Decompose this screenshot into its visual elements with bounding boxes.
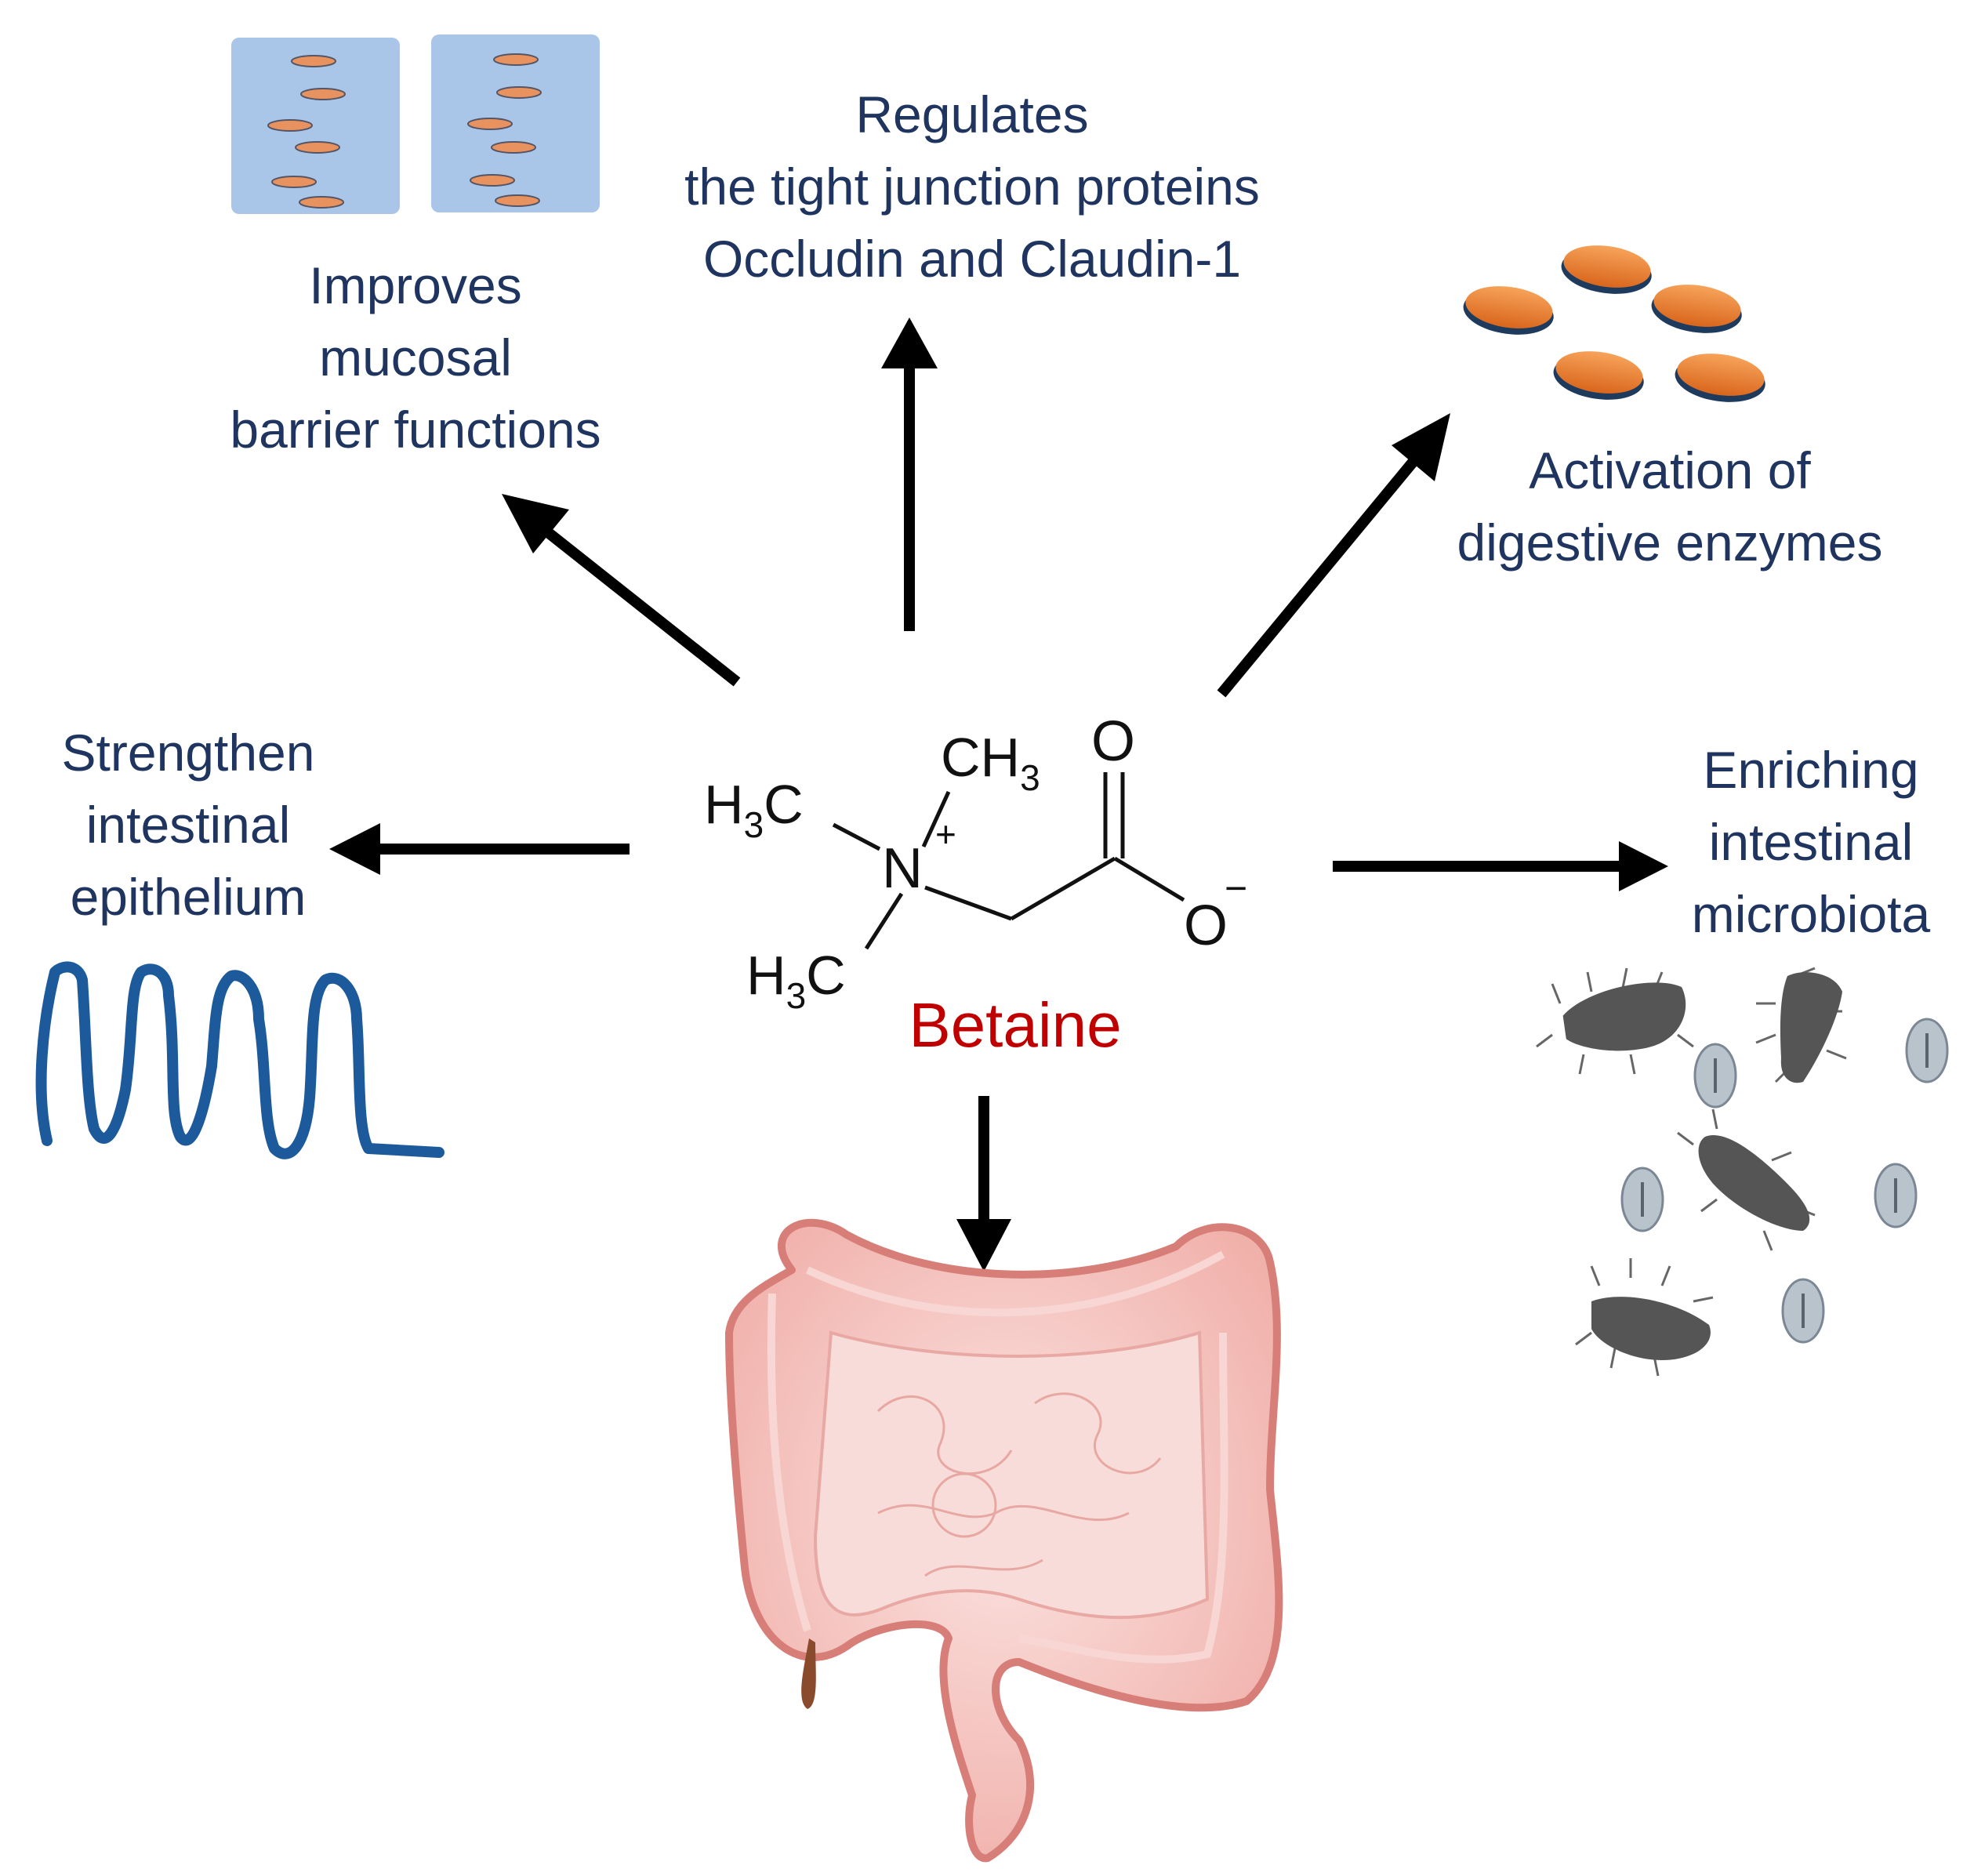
nitrogen-atom: N (882, 837, 923, 900)
epithelium-wave-icon (35, 961, 445, 1159)
arrow-to-tight-junction (881, 318, 938, 631)
tight-junction-label: Regulates the tight junction proteins Oc… (684, 85, 1260, 288)
intestine-icon (725, 1218, 1283, 1863)
bond-n-ch2 (924, 885, 1012, 921)
h3c-top: H3C (704, 774, 804, 845)
bond-n-ch3 (921, 790, 951, 848)
microbiota-label: Enriching intestinal microbiota (1691, 741, 1931, 943)
digestive-enzymes-label: Activation of digestive enzymes (1457, 441, 1883, 572)
positive-charge: + (935, 814, 956, 855)
carbonyl-oxygen: O (1091, 710, 1135, 773)
enzyme-icon (1463, 245, 1765, 402)
betaine-structure: H3C CH3 N + H3C O O − (704, 710, 1247, 1016)
bond-c-o-single (1113, 856, 1185, 902)
arrow-to-microbiota (1333, 841, 1668, 891)
arrow-to-enzymes (1217, 413, 1450, 698)
arrow-to-epithelium (329, 823, 630, 875)
betaine-title: Betaine (909, 990, 1121, 1060)
arrow-to-intestine (956, 1096, 1011, 1272)
arrow-to-mucosal (502, 494, 741, 687)
h3c-bottom: H3C (746, 945, 846, 1016)
bond-h3c-n (832, 822, 881, 851)
bond-n-h3c (864, 892, 904, 950)
bacteria-icon (1536, 967, 1949, 1377)
ch3-top: CH3 (941, 727, 1040, 798)
bond-ch2-c (1010, 856, 1116, 921)
carboxylate-oxygen: O (1184, 894, 1228, 957)
negative-charge: − (1225, 866, 1247, 910)
tight-junction-icon (231, 34, 600, 214)
mucosal-barrier-label: Improves mucosal barrier functions (230, 256, 601, 459)
epithelium-label: Strengthen intestinal epithelium (61, 724, 315, 926)
